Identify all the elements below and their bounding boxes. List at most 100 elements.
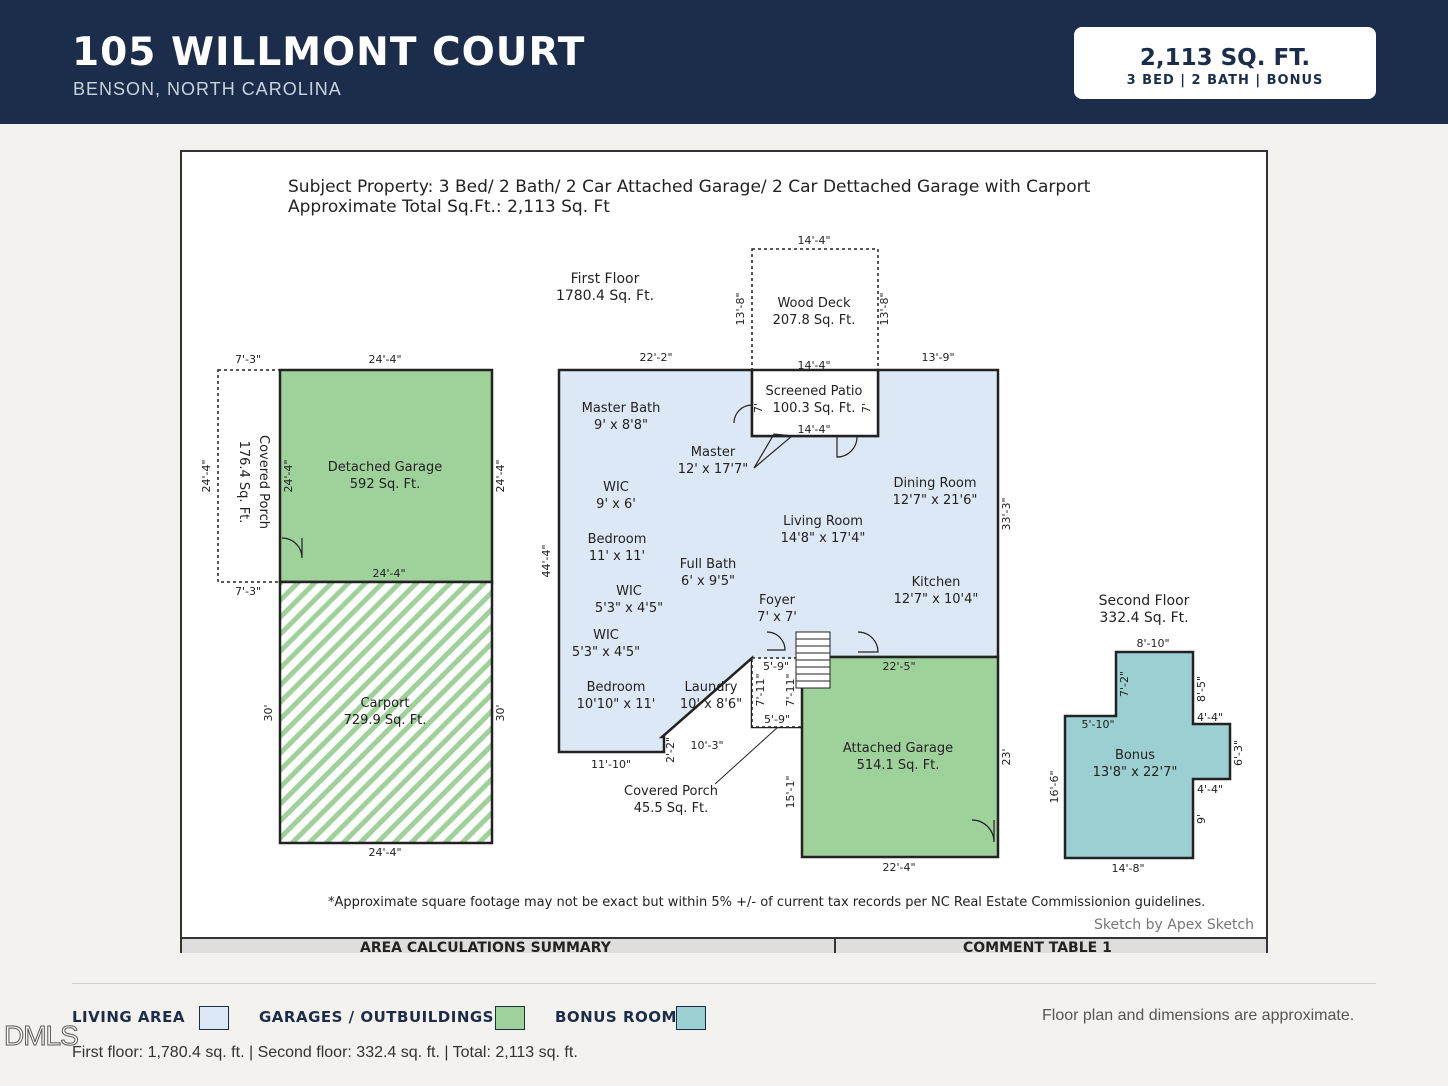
dim-b-ledge-left: 5'-10"	[1081, 718, 1114, 731]
dim-sp-top: 7'-3"	[235, 353, 261, 366]
dim-porch-bottom: 5'-9"	[764, 713, 790, 726]
room-wic3-size: 5'3" x 4'5"	[572, 645, 640, 660]
dim-deck-right: 13'-8"	[878, 292, 891, 325]
dim-house-top-right: 13'-9"	[921, 351, 954, 364]
room-wic3-name: WIC	[593, 628, 619, 643]
second-floor-title: Second Floor	[1099, 593, 1190, 609]
room-wood-deck-size: 207.8 Sq. Ft.	[773, 313, 856, 328]
room-bedroom2-name: Bedroom	[587, 680, 646, 695]
room-side-porch-size: 176.4 Sq. Ft.	[236, 441, 251, 524]
carport	[278, 580, 494, 845]
legend-living-swatch	[199, 1006, 229, 1030]
room-master-name: Master	[691, 445, 736, 460]
sqft-badge: 2,113 SQ. FT. 3 BED | 2 BATH | BONUS	[1074, 27, 1376, 99]
dim-cp-right: 30'	[494, 704, 507, 721]
property-address: 105 WILLMONT COURT	[72, 30, 586, 75]
dim-sp-left: 24'-4"	[200, 459, 213, 492]
room-covered-porch-size: 45.5 Sq. Ft.	[634, 801, 709, 816]
dim-porch-left: 7'-11"	[754, 673, 767, 706]
dim-b-upper-right: 8'-5"	[1195, 676, 1208, 702]
wood-deck	[751, 248, 879, 371]
area-summary-header: AREA CALCULATIONS SUMMARY	[360, 940, 611, 953]
room-wic2-name: WIC	[616, 584, 642, 599]
room-carport-size: 729.9 Sq. Ft.	[344, 713, 427, 728]
legend-bonus-label: BONUS ROOM	[555, 1008, 677, 1026]
dim-dg-left: 24'-4"	[282, 459, 295, 492]
dim-cp-left: 30'	[262, 704, 275, 721]
dim-house-bottom-left: 11'-10"	[591, 758, 631, 771]
beds-baths: 3 BED | 2 BATH | BONUS	[1126, 73, 1324, 88]
dim-dg-bottom: 24'-4"	[372, 567, 405, 580]
dim-b-left: 16'-6"	[1048, 770, 1061, 803]
sqft-total: 2,113 SQ. FT.	[1139, 45, 1311, 71]
dim-ag-bottom: 22'-4"	[882, 861, 915, 874]
subject-line-2: Approximate Total Sq.Ft.: 2,113 Sq. Ft	[288, 197, 610, 217]
dim-patio-left: 7'	[752, 403, 765, 413]
room-living-size: 14'8" x 17'4"	[781, 531, 866, 546]
room-full-bath-size: 6' x 9'5"	[681, 574, 735, 589]
detached-garage	[278, 368, 494, 584]
dim-house-right: 33'-3"	[1000, 497, 1013, 530]
sketch-credit: Sketch by Apex Sketch	[1094, 917, 1254, 933]
dim-porch-top: 5'-9"	[763, 660, 789, 673]
legend-living-label: LIVING AREA	[72, 1008, 185, 1026]
room-bonus-name: Bonus	[1115, 748, 1155, 763]
dim-step-v: 2'-2"	[664, 737, 677, 763]
room-bedroom1-size: 11' x 11'	[589, 549, 645, 564]
front-covered-porch	[751, 657, 803, 728]
room-screened-patio-name: Screened Patio	[766, 384, 863, 399]
dim-b-right: 6'-3"	[1232, 740, 1245, 766]
room-master-bath-size: 9' x 8'8"	[594, 418, 648, 433]
dim-deck-top: 14'-4"	[797, 234, 830, 247]
room-attached-garage-name: Attached Garage	[843, 741, 953, 756]
dim-patio-right: 7'	[860, 403, 873, 413]
floor-plan-drawing: Subject Property: 3 Bed/ 2 Bath/ 2 Car A…	[200, 177, 1254, 933]
dim-sp-bottom: 7'-3"	[235, 585, 261, 598]
room-laundry-name: Laundry	[685, 680, 738, 695]
legend-garages-label: GARAGES / OUTBUILDINGS	[259, 1008, 494, 1026]
legend-divider	[72, 983, 1376, 984]
floor-totals: First floor: 1,780.4 sq. ft. | Second fl…	[72, 1044, 578, 1061]
floor-plan-sheet: Subject Property: 3 Bed/ 2 Bath/ 2 Car A…	[180, 150, 1268, 953]
attached-garage	[800, 655, 1000, 859]
dim-b-top: 8'-10"	[1136, 637, 1169, 650]
dmls-watermark: DMLS	[4, 1020, 80, 1052]
first-floor-title: First Floor	[571, 271, 640, 287]
room-detached-garage-name: Detached Garage	[328, 460, 442, 475]
dim-b-bottom: 14'-8"	[1111, 862, 1144, 875]
second-floor-area: 332.4 Sq. Ft.	[1099, 610, 1188, 626]
dim-patio-bottom: 14'-4"	[797, 423, 830, 436]
room-covered-porch-name: Covered Porch	[624, 784, 718, 799]
dim-ag-right: 23'	[1000, 748, 1013, 765]
dim-house-left: 44'-4"	[540, 544, 553, 577]
dim-b-lower-right: 9'	[1195, 814, 1208, 824]
room-wic1-size: 9' x 6'	[596, 497, 636, 512]
porch-leader	[714, 726, 779, 785]
dim-deck-left: 13'-8"	[734, 292, 747, 325]
room-detached-garage-size: 592 Sq. Ft.	[350, 477, 420, 492]
room-screened-patio-size: 100.3 Sq. Ft.	[773, 401, 856, 416]
dim-porch-right: 7'-11"	[784, 673, 797, 706]
room-foyer-name: Foyer	[759, 593, 796, 608]
approximation-note: Floor plan and dimensions are approximat…	[1042, 1007, 1355, 1024]
room-master-bath-name: Master Bath	[582, 401, 661, 416]
room-bedroom1-name: Bedroom	[588, 532, 647, 547]
room-wic1-name: WIC	[603, 480, 629, 495]
table-header-bar	[182, 937, 1266, 953]
comment-table-header: COMMENT TABLE 1	[963, 940, 1112, 953]
dim-deck-bottom: 14'-4"	[797, 359, 830, 372]
subject-line-1: Subject Property: 3 Bed/ 2 Bath/ 2 Car A…	[288, 177, 1091, 197]
property-city: BENSON, NORTH CAROLINA	[73, 79, 342, 99]
dim-ag-top: 22'-5"	[882, 660, 915, 673]
dim-b-ledge-right: 4'-4"	[1197, 711, 1223, 724]
dim-b-upper-left: 7'-2"	[1118, 671, 1131, 697]
first-floor-area: 1780.4 Sq. Ft.	[556, 288, 654, 304]
room-dining-size: 12'7" x 21'6"	[893, 493, 978, 508]
dim-b-ledge-right2: 4'-4"	[1197, 783, 1223, 796]
room-wic2-size: 5'3" x 4'5"	[595, 601, 663, 616]
room-living-name: Living Room	[783, 514, 863, 529]
room-carport-name: Carport	[360, 696, 409, 711]
dim-house-top-left: 22'-2"	[639, 351, 672, 364]
door-swings	[281, 404, 995, 843]
room-bedroom2-size: 10'10" x 11'	[577, 697, 656, 712]
